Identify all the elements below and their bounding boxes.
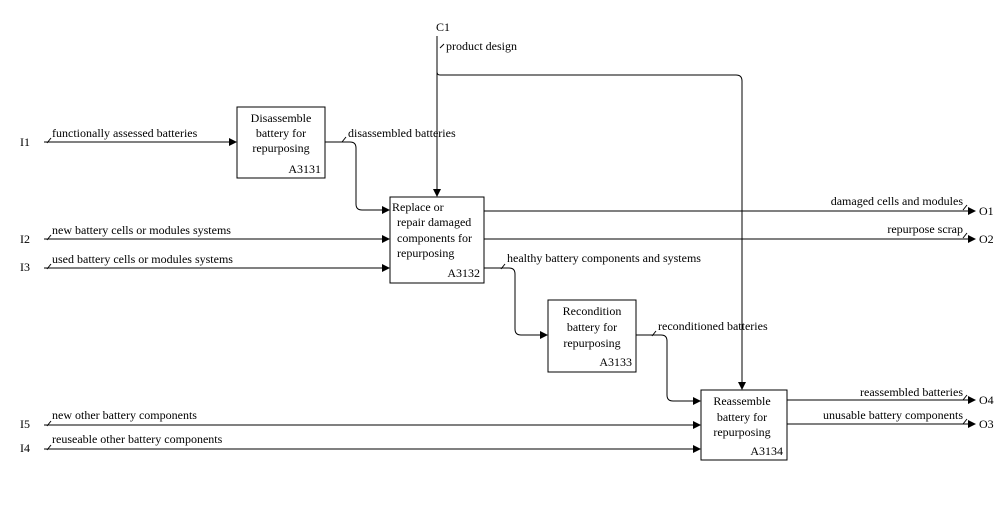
flow-label-disassembled: disassembled batteries — [348, 126, 456, 140]
activity-box-a3134: Reassemble battery for repurposing A3134 — [700, 389, 788, 461]
input-label-i5: new other battery components — [52, 408, 197, 422]
box-a3132-id: A3132 — [447, 266, 480, 280]
activity-box-a3131: Disassemble battery for repurposing A313… — [236, 106, 326, 179]
input-label-i2: new battery cells or modules systems — [52, 223, 231, 237]
box-a3132-line-3: components for — [397, 231, 472, 245]
box-a3131-line-2: battery for — [256, 126, 306, 140]
input-label-i4: reuseable other battery components — [52, 432, 223, 446]
box-a3131-line-3: repurposing — [252, 141, 309, 155]
box-a3132-line-1: Replace or — [392, 200, 444, 214]
input-label-i1: functionally assessed batteries — [52, 126, 198, 140]
arrow-c1-to-a3134 — [436, 71, 746, 390]
box-a3133-line-2: battery for — [567, 320, 617, 334]
control-label-product-design: product design — [446, 39, 517, 53]
output-label-o3: unusable battery components — [823, 408, 963, 422]
box-a3131-line-1: Disassemble — [251, 111, 312, 125]
input-id-i3: I3 — [20, 260, 30, 274]
arrow-a3131-to-a3132 — [325, 141, 390, 214]
output-id-o4: O4 — [979, 393, 994, 407]
box-a3134-line-3: repurposing — [713, 425, 770, 439]
output-label-o4: reassembled batteries — [860, 385, 963, 399]
output-id-o3: O3 — [979, 417, 994, 431]
output-label-o1: damaged cells and modules — [831, 194, 964, 208]
input-id-i2: I2 — [20, 232, 30, 246]
activity-box-a3132: Replace or repair damaged components for… — [389, 196, 485, 284]
squiggle-disassembled — [341, 136, 347, 143]
squiggle-o1 — [962, 204, 968, 211]
box-a3132-line-2: repair damaged — [397, 215, 471, 229]
box-a3134-id: A3134 — [750, 444, 783, 458]
control-id-c1: C1 — [436, 20, 450, 34]
input-id-i5: I5 — [20, 417, 30, 431]
arrow-a3132-to-a3133 — [484, 267, 548, 339]
input-label-i3: used battery cells or modules systems — [52, 252, 233, 266]
output-id-o1: O1 — [979, 204, 994, 218]
box-a3133-line-3: repurposing — [563, 336, 620, 350]
box-a3132-line-4: repurposing — [397, 246, 454, 260]
output-id-o2: O2 — [979, 232, 994, 246]
squiggle-o4 — [962, 394, 968, 401]
flow-label-reconditioned: reconditioned batteries — [658, 319, 768, 333]
output-label-o2: repurpose scrap — [887, 222, 963, 236]
box-a3134-line-1: Reassemble — [713, 394, 770, 408]
box-a3133-id: A3133 — [599, 355, 632, 369]
input-id-i1: I1 — [20, 135, 30, 149]
squiggle-o2 — [962, 232, 968, 239]
squiggle-product-design — [439, 43, 445, 49]
box-a3131-id: A3131 — [288, 162, 321, 176]
input-id-i4: I4 — [20, 441, 30, 455]
squiggle-o3 — [962, 418, 968, 425]
flow-label-healthy: healthy battery components and systems — [507, 251, 701, 265]
arrow-a3133-to-a3134 — [636, 334, 701, 405]
activity-box-a3133: Recondition battery for repurposing A313… — [547, 299, 637, 373]
box-a3133-line-1: Recondition — [563, 304, 622, 318]
box-a3134-line-2: battery for — [717, 410, 767, 424]
